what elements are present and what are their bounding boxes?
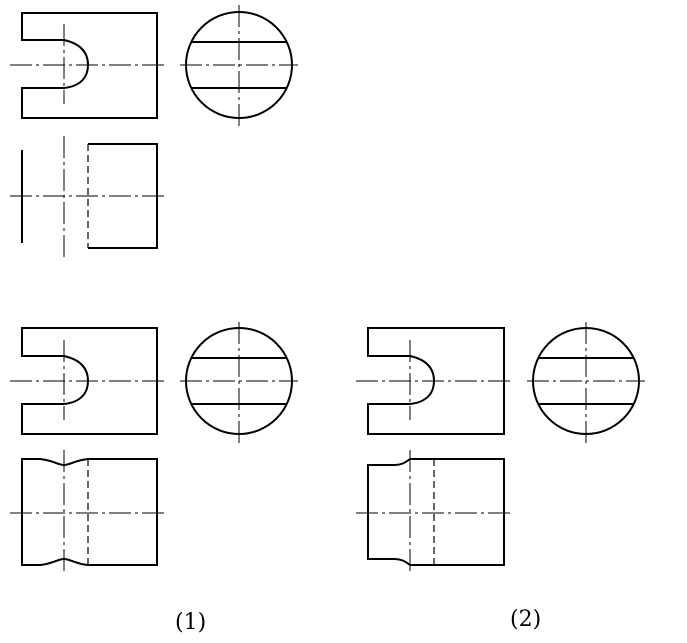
option-2-label: (2)	[510, 607, 542, 632]
option-1-front-outline	[21, 327, 158, 435]
option-1-front-view	[10, 327, 167, 435]
given-front-view	[10, 12, 167, 119]
option-1-drawing	[10, 322, 298, 575]
option-2-front-outline	[367, 327, 505, 435]
given-front-outline	[21, 12, 158, 119]
option-2-side-view	[527, 322, 645, 444]
option-1-top-outline	[21, 458, 158, 566]
option-1-label: (1)	[175, 610, 207, 635]
given-side-view	[180, 5, 298, 128]
option-2-top-view	[356, 450, 514, 575]
option-2-top-outline	[367, 458, 505, 566]
given-top-view	[10, 136, 167, 258]
given-views	[10, 5, 298, 258]
option-2-drawing	[356, 322, 645, 575]
option-2-front-view	[356, 327, 514, 435]
option-1-top-view	[10, 450, 167, 575]
option-1-side-view	[180, 322, 298, 444]
